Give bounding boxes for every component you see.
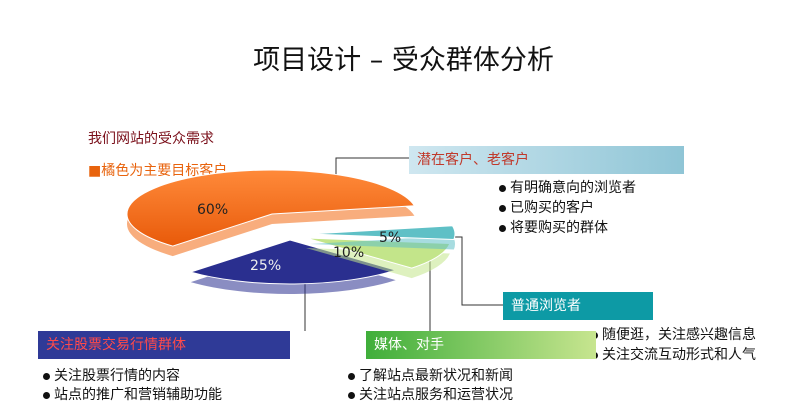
list-item: 随便逛，关注感兴趣信息 — [591, 325, 756, 345]
bullet-icon — [499, 184, 506, 192]
normal-visitors-title: 普通浏览者 — [503, 292, 653, 320]
list-item: 关注股票行情的内容 — [43, 366, 180, 386]
intro-note: ■橘色为主要目标客户 — [88, 163, 228, 179]
slice-label-60: 60% — [197, 202, 228, 218]
pie-slice — [309, 225, 456, 241]
pie-slices — [126, 169, 456, 294]
slice-label-25: 25% — [250, 258, 281, 274]
page-title: 项目设计 – 受众群体分析 — [253, 45, 554, 76]
pie-slice-side — [310, 235, 455, 250]
bullet-icon — [499, 224, 506, 232]
list-item: 了解站点最新状况和新闻 — [348, 366, 513, 386]
list-item: 将要购买的群体 — [499, 218, 608, 238]
bullet-icon — [499, 204, 506, 212]
pie-slice — [189, 239, 398, 285]
bullet-icon — [43, 391, 50, 399]
list-item: 有明确意向的浏览者 — [499, 178, 636, 198]
slice-label-10: 10% — [333, 245, 364, 261]
intro-heading: 我们网站的受众需求 — [88, 131, 214, 147]
bullet-icon — [348, 391, 355, 399]
pie-slice — [126, 169, 416, 247]
list-item: 关注站点服务和运营状况 — [348, 385, 513, 405]
list-item: 关注交流互动形式和人气 — [591, 345, 756, 365]
list-item: 已购买的客户 — [499, 198, 594, 218]
bullet-icon — [348, 372, 355, 380]
stock-group-title: 关注股票交易行情群体 — [38, 331, 290, 359]
potential-customers-title: 潜在客户、老客户 — [409, 146, 684, 174]
slice-label-5: 5% — [379, 230, 401, 246]
list-item: 站点的推广和营销辅助功能 — [43, 385, 222, 405]
bullet-icon — [43, 372, 50, 380]
media-group-title: 媒体、对手 — [366, 331, 596, 359]
